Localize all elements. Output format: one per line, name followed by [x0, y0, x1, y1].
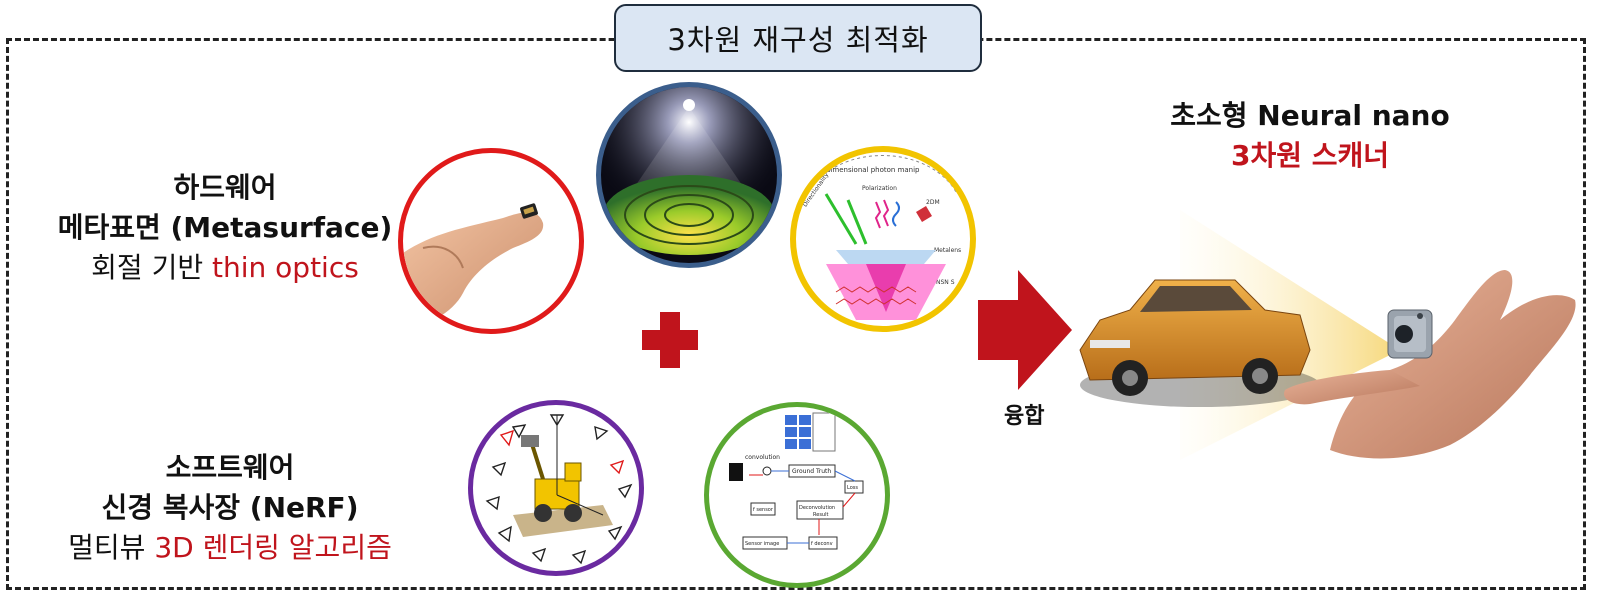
metasurface-illustration	[601, 87, 777, 263]
deconvolution-diagram: convolution Ground Truth Loss f sensor D…	[729, 412, 864, 550]
scanner-subheading: 3차원 스캐너	[1230, 139, 1390, 172]
rendering-prefix: 멀티뷰	[68, 531, 155, 564]
hardware-heading: 하드웨어	[173, 171, 277, 204]
nsn-text: NSN S	[936, 279, 955, 286]
software-heading: 소프트웨어	[165, 451, 295, 484]
f-decon-text: f deconv	[811, 541, 833, 547]
loss-text: Loss	[847, 485, 858, 491]
title-box: 3차원 재구성 최적화	[614, 4, 982, 72]
thin-optics-prefix: 회절 기반	[91, 251, 213, 284]
photon-caption: dimensional photon manip	[826, 166, 920, 174]
diagram-title: 3차원 재구성 최적화	[667, 23, 929, 57]
deconvolution-text: Deconvolution	[799, 505, 835, 511]
photon-diagram-illustration: dimensional photon manip Directionality …	[802, 154, 961, 320]
software-label-block: 소프트웨어 신경 복사장 (NeRF) 멀티뷰 3D 렌더링 알고리즘	[40, 448, 420, 568]
convolution-text: convolution	[745, 454, 780, 461]
fusion-arrow-icon	[978, 270, 1072, 390]
result-text: Result	[813, 512, 828, 518]
metasurface-image	[596, 82, 782, 268]
nerf-illustration	[485, 414, 633, 565]
rendering-label: 멀티뷰 3D 렌더링 알고리즘	[40, 528, 420, 568]
polarization-text: Polarization	[862, 185, 897, 192]
thin-optics-highlight: thin optics	[212, 251, 359, 284]
metasurface-label: 메타표면 (Metasurface)	[57, 211, 393, 244]
plus-icon	[642, 312, 698, 368]
scanner-heading: 초소형 Neural nano	[1170, 99, 1450, 132]
metalens-text: Metalens	[934, 247, 961, 254]
f-sensor-text: f sensor	[753, 507, 774, 513]
hardware-label-block: 하드웨어 메타표면 (Metasurface) 회절 기반 thin optic…	[30, 168, 420, 288]
finger-illustration	[403, 203, 544, 329]
thin-optics-label: 회절 기반 thin optics	[30, 248, 420, 288]
scanner-scene-illustration	[1079, 210, 1576, 460]
2dm-text: 2DM	[926, 199, 940, 206]
result-label-block: 초소형 Neural nano 3차원 스캐너	[1130, 96, 1490, 176]
finger-chip-image	[398, 148, 584, 334]
sensor-image-text: Sensor image	[745, 541, 779, 547]
nerf-image	[468, 400, 644, 576]
ground-truth-text: Ground Truth	[792, 468, 831, 475]
deconvolution-pipeline-image: convolution Ground Truth Loss f sensor D…	[704, 402, 890, 588]
rendering-highlight: 3D 렌더링 알고리즘	[154, 531, 392, 564]
nerf-label: 신경 복사장 (NeRF)	[101, 491, 359, 524]
photon-manipulation-image: dimensional photon manip Directionality …	[790, 146, 976, 332]
fusion-label: 융합	[1004, 404, 1045, 429]
